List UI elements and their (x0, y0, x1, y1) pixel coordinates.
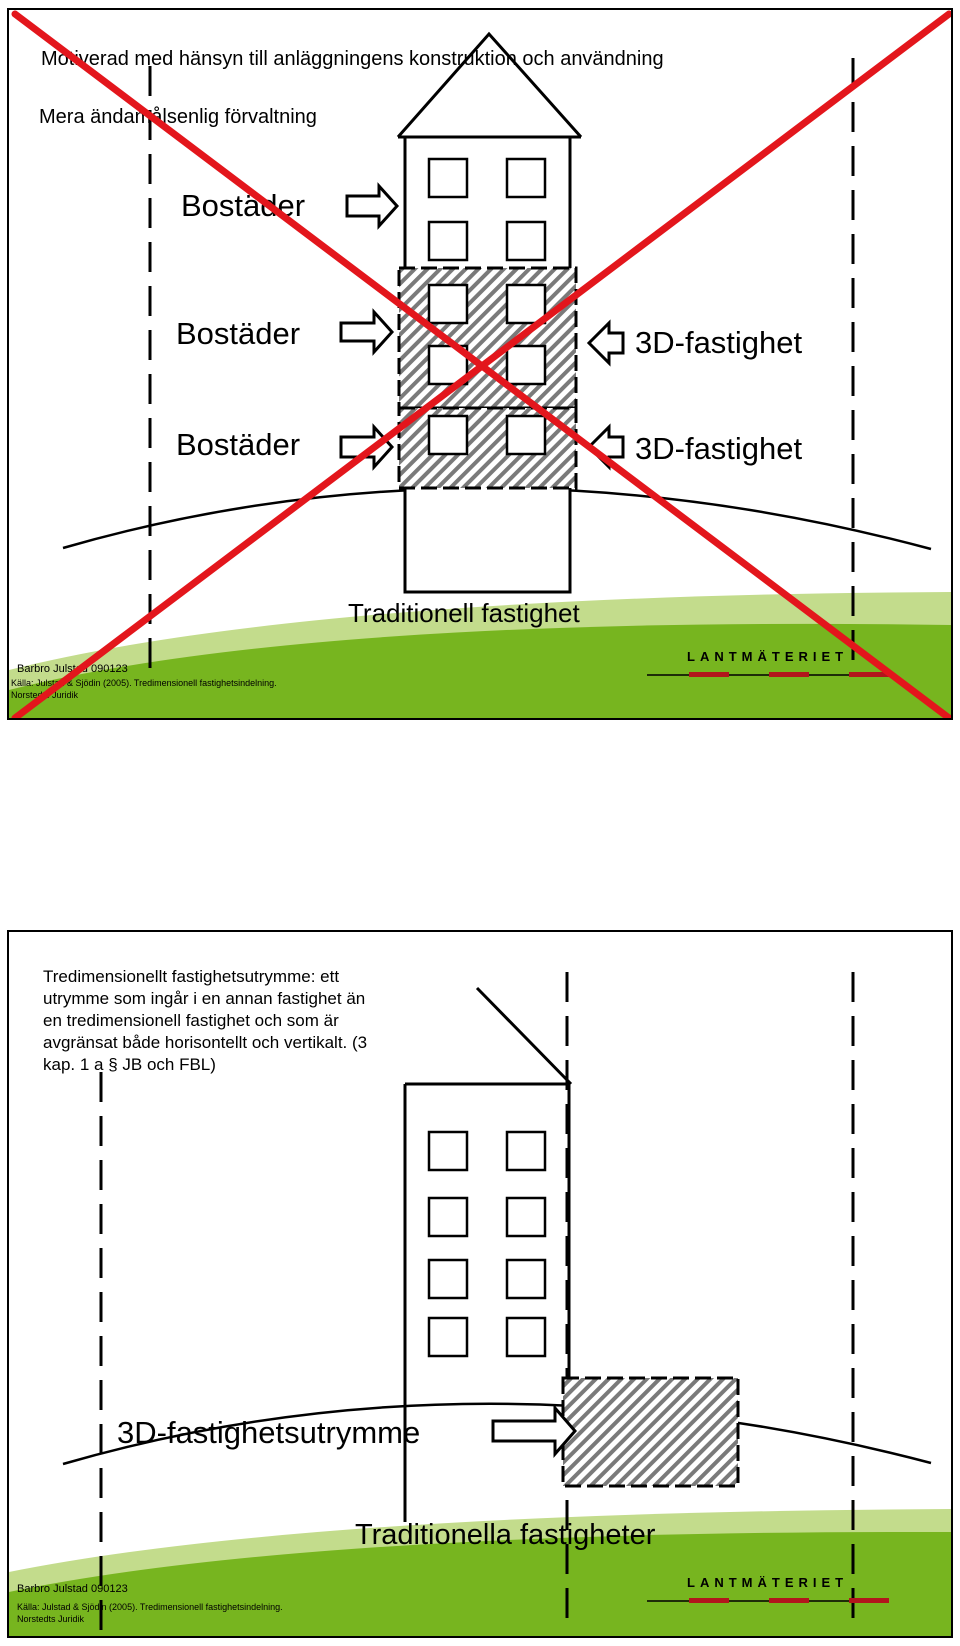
3d-fastighetsutrymme-volume (561, 1376, 740, 1488)
definition-text: Tredimensionellt fastighetsutrymme: ett … (43, 967, 367, 1074)
building-roof (475, 986, 573, 1086)
building-body (403, 1082, 571, 1522)
svg-text:Tredimensionellt fastighetsutr: Tredimensionellt fastighetsutrymme: ett (43, 967, 339, 986)
heading-line-2: Mera ändamålsenlig förvaltning (39, 106, 317, 128)
svg-text:en tredimensionell fastighet o: en tredimensionell fastighet och som är (43, 1011, 339, 1030)
arrow-right-icon (345, 182, 400, 230)
label-bostader-middle: Bostäder (176, 316, 300, 351)
windows (427, 1130, 547, 1358)
label-3d-fastighet-lower: 3D-fastighet (635, 431, 803, 466)
arrow-right-icon (339, 423, 395, 471)
lantmateriet-logo: LANTMÄTERIET (647, 1575, 889, 1603)
arrow-left-icon (586, 319, 625, 367)
label-traditionella-fastigheter: Traditionella fastigheter (355, 1519, 656, 1551)
3d-fastighet-upper-volume (397, 266, 578, 410)
svg-text:avgränsat både horisontellt oc: avgränsat både horisontellt och vertikal… (43, 1033, 367, 1052)
svg-text:kap. 1 a § JB och FBL): kap. 1 a § JB och FBL) (43, 1055, 216, 1074)
slide1-diagram: Motiverad med hänsyn till anläggningens … (9, 10, 951, 718)
heading-line-1: Motiverad med hänsyn till anläggningens … (41, 48, 664, 70)
footer-source: Källa: Julstad & Sjödin (2005). Tredimen… (17, 1602, 283, 1612)
red-cross-icon (11, 10, 951, 718)
footer-publisher: Norstedts Juridik (17, 1614, 85, 1624)
label-3d-fastighetsutrymme: 3D-fastighetsutrymme (117, 1415, 420, 1450)
building-roof (396, 31, 583, 138)
label-bostader-lower: Bostäder (176, 427, 300, 462)
slide-3d-fastighetsutrymme: Tredimensionellt fastighetsutrymme: ett … (7, 930, 953, 1638)
arrow-right-icon (491, 1403, 577, 1459)
footer-author: Barbro Julstad 090123 (17, 1583, 128, 1595)
windows (427, 157, 547, 456)
svg-text:LANTMÄTERIET: LANTMÄTERIET (687, 1575, 848, 1590)
svg-text:LANTMÄTERIET: LANTMÄTERIET (687, 649, 848, 664)
ground-line (62, 1402, 932, 1466)
slide2-diagram: Tredimensionellt fastighetsutrymme: ett … (9, 967, 951, 1636)
label-traditionell-fastighet: Traditionell fastighet (348, 598, 580, 628)
slide-3d-fastighet: Motiverad med hänsyn till anläggningens … (7, 8, 953, 720)
lantmateriet-logo: LANTMÄTERIET (647, 649, 889, 677)
grass-dark (9, 623, 951, 718)
arrow-right-icon (339, 308, 395, 356)
grass-dark (9, 1531, 951, 1636)
svg-text:utrymme som ingår i en annan f: utrymme som ingår i en annan fastighet ä… (43, 989, 365, 1008)
footer-source: Källa: Julstad & Sjödin (2005). Tredimen… (11, 678, 277, 688)
label-3d-fastighet-upper: 3D-fastighet (635, 325, 803, 360)
footer-author: Barbro Julstad 090123 (17, 663, 128, 675)
